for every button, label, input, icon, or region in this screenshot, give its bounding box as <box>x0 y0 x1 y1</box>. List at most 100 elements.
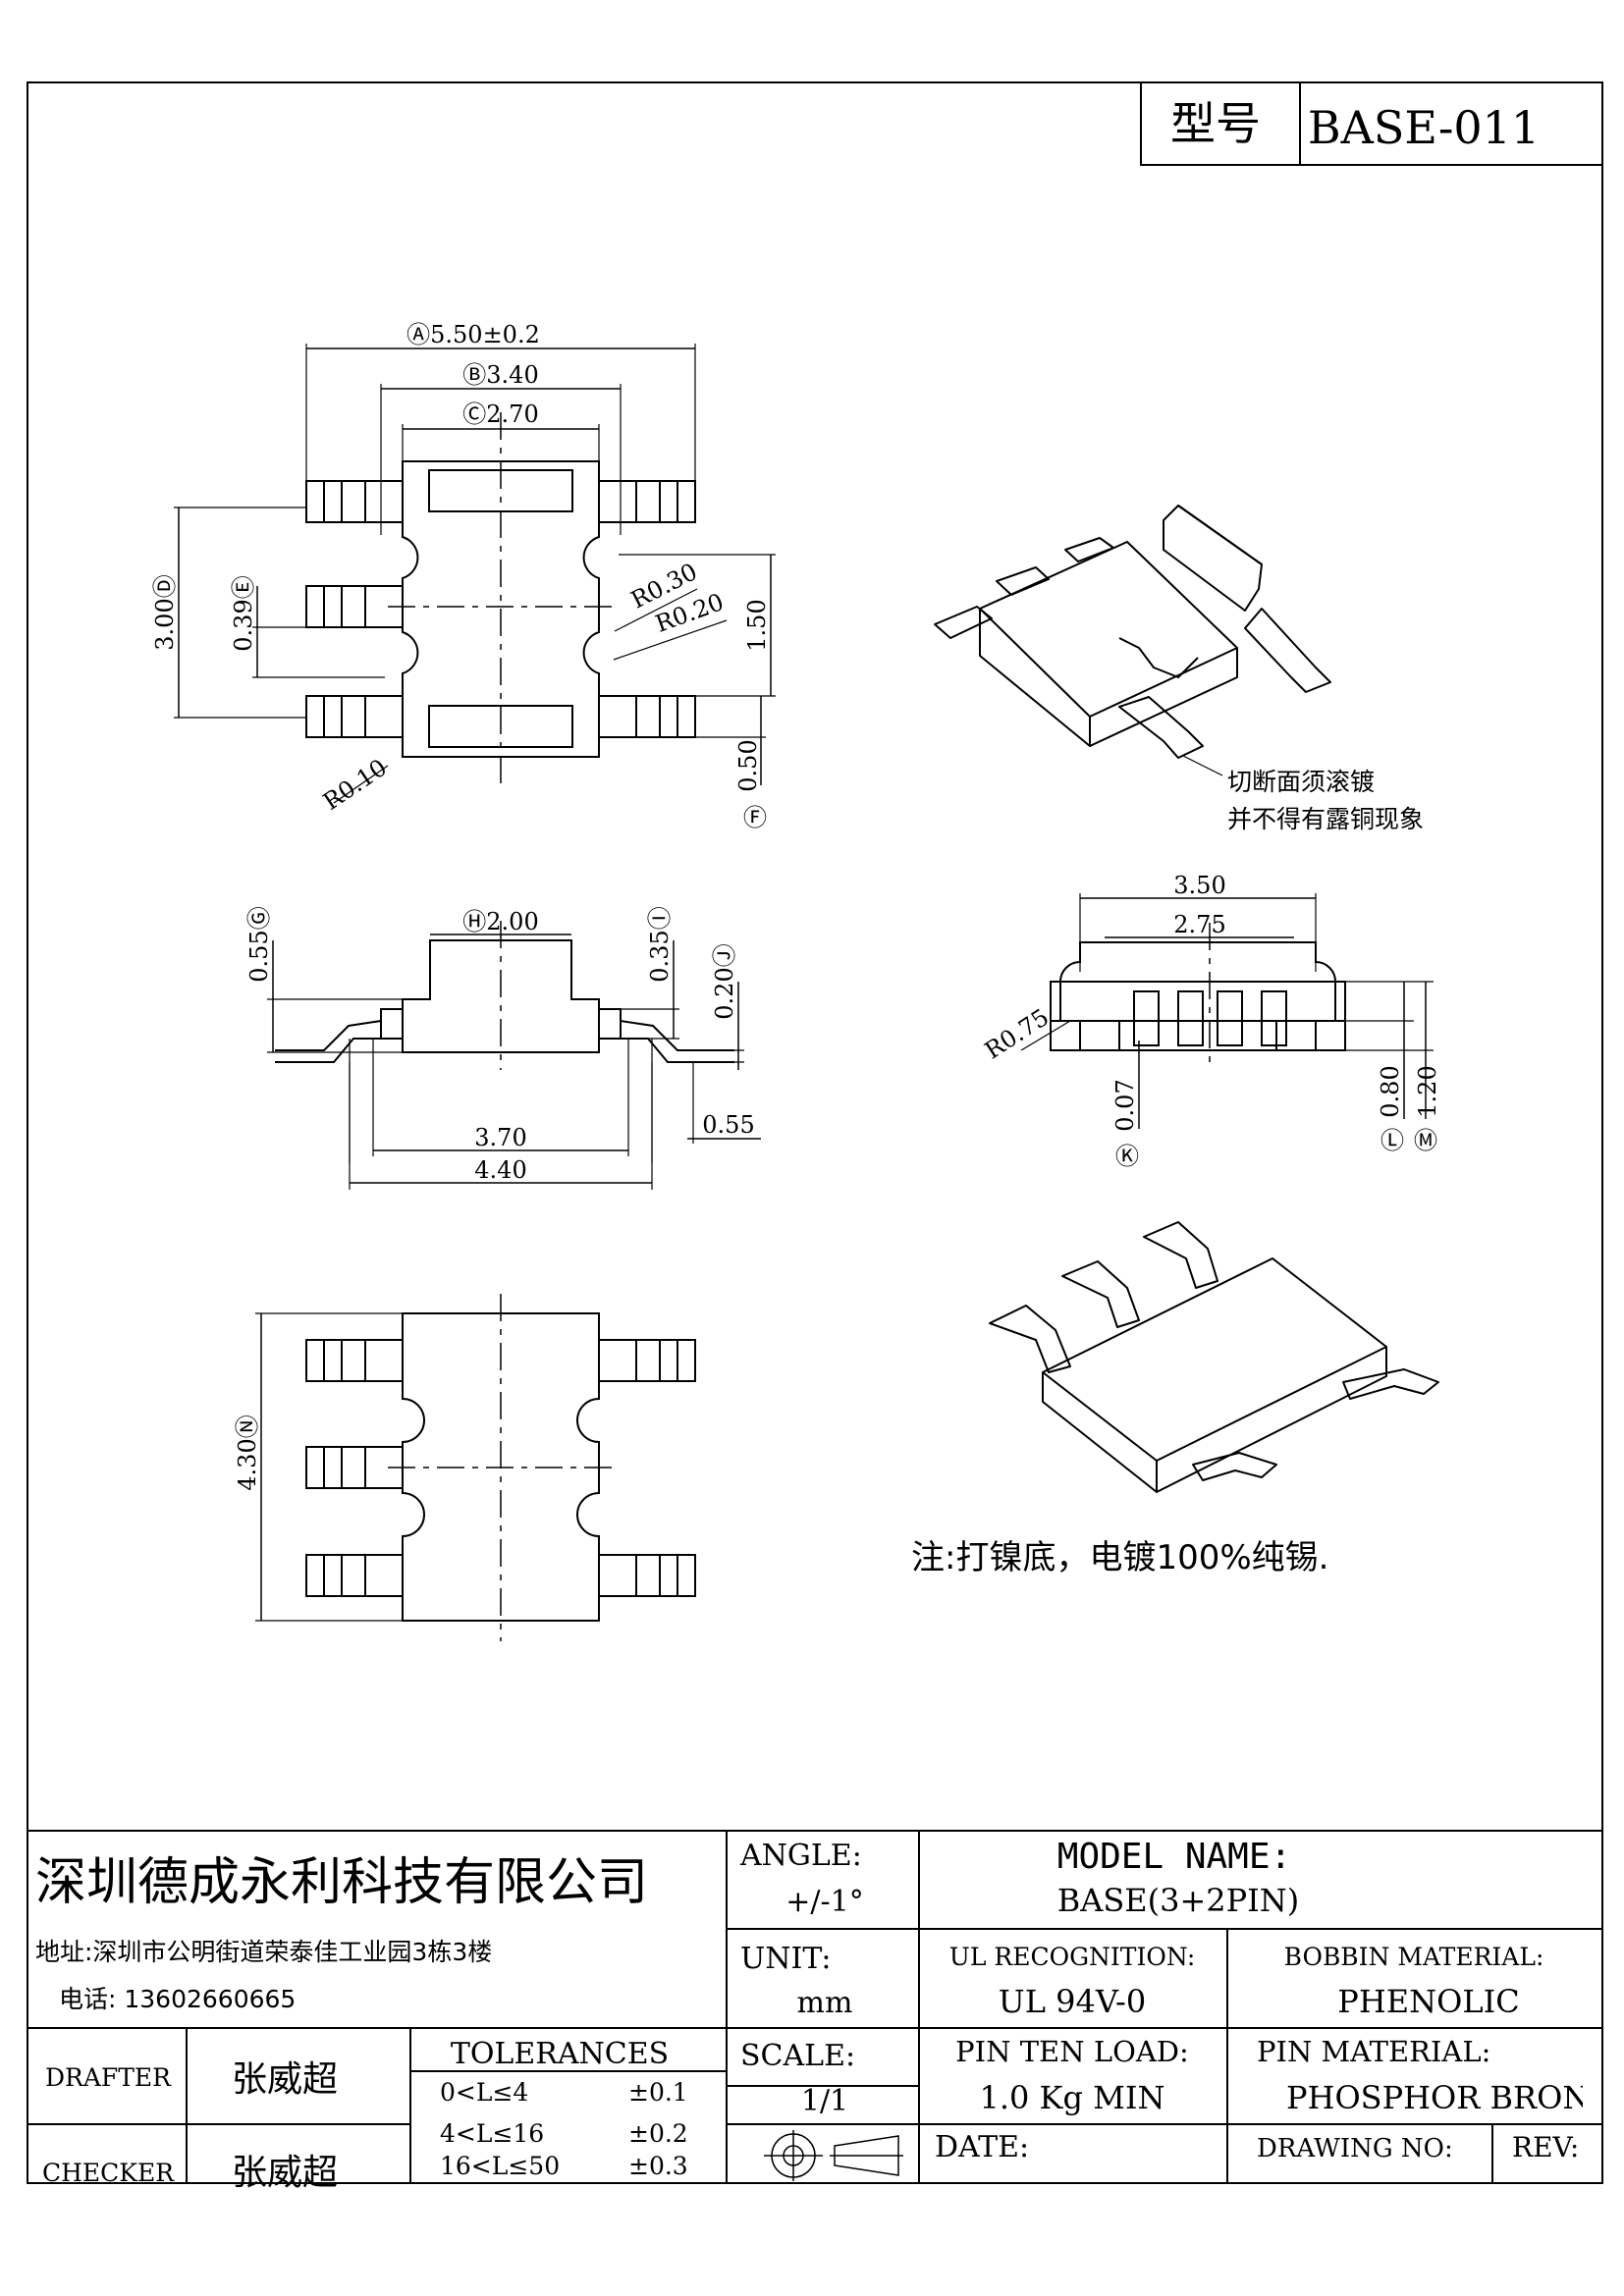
angle-label: ANGLE: <box>739 1839 862 1873</box>
top-body-outline <box>402 460 600 758</box>
iso-view-bottom <box>989 1221 1439 1493</box>
drawing-no-label: DRAWING NO: <box>1257 2134 1453 2163</box>
date-value: 2017/12/24 <box>988 2177 1158 2212</box>
iso-notes: 切断面须滚镀 并不得有露铜现象 <box>1227 768 1424 833</box>
dim-275-label: 2.75 <box>1173 911 1225 938</box>
pin-top-left <box>305 480 404 523</box>
cut-note-line1: 切断面须滚镀 <box>1227 768 1375 796</box>
radius-075-label: R0.75 <box>980 1003 1054 1064</box>
tolerance-table: 0<L≤4 ±0.1 <box>440 2078 688 2107</box>
company-phone: 电话: 13602660665 <box>59 1985 296 2013</box>
iso1-pin-left-1 <box>934 606 993 639</box>
side-left-pin-top <box>275 1020 382 1051</box>
dim-l-mark: Ⓛ <box>1380 1127 1404 1154</box>
tolerance-value: ±0.1 <box>628 2078 688 2107</box>
bottom-body-outline <box>402 1312 600 1622</box>
front-view-labels: 3.50 2.75 R0.75 0.07 Ⓚ 0.80 Ⓛ 1.20 Ⓜ <box>980 872 1441 1170</box>
pin-ten-value: 1.0 Kg MIN <box>979 2079 1164 2116</box>
top-view-labels: Ⓐ5.50±0.2 Ⓑ3.40 Ⓒ2.70 3.00Ⓓ 0.39Ⓔ 1.50 0… <box>151 321 771 831</box>
radius-010-label: R0.10 <box>318 754 392 816</box>
dim-150-label: 1.50 <box>743 599 771 651</box>
tolerance-value: ±0.3 <box>628 2152 688 2180</box>
side-right-pin-top <box>620 1020 734 1051</box>
side-view <box>267 921 761 1190</box>
dim-055-label: 0.55 <box>702 1111 754 1139</box>
iso1-notch <box>1118 637 1199 678</box>
front-view <box>1020 893 1434 1129</box>
dim-b-label: Ⓑ3.40 <box>462 361 538 389</box>
ul-value: UL 94V-0 <box>999 1983 1146 2020</box>
plating-note: 注:打镍底，电镀100%纯锡. <box>911 1538 1328 1577</box>
model-label: 型号 <box>1170 97 1261 150</box>
front-base <box>1050 1020 1346 1051</box>
pin-bottom-left <box>305 695 404 738</box>
tolerance-range: 0<L≤4 <box>440 2078 528 2107</box>
ul-label: UL RECOGNITION: <box>949 1943 1196 1971</box>
dim-l-label: 0.80 <box>1377 1065 1404 1117</box>
pin-ten-label: PIN TEN LOAD: <box>955 2035 1189 2068</box>
unit-value: mm <box>797 1986 853 2020</box>
bottom-pin-bottom-left <box>305 1554 404 1597</box>
bobbin-value: PHENOLIC <box>1337 1983 1519 2020</box>
iso2-pin-4 <box>1342 1368 1439 1400</box>
model-header-box: 型号 BASE-011 <box>1140 81 1603 166</box>
bobbin-label: BOBBIN MATERIAL: <box>1284 1943 1544 1971</box>
dim-i-label: 0.35Ⓘ <box>646 906 674 982</box>
dim-h-label: Ⓗ2.00 <box>462 908 538 935</box>
iso2-pin-3 <box>1143 1221 1218 1289</box>
dim-440-label: 4.40 <box>474 1156 526 1184</box>
dim-m-mark: Ⓜ <box>1414 1127 1437 1154</box>
dim-370-label: 3.70 <box>474 1124 526 1151</box>
side-left-pin-bot <box>275 1038 381 1063</box>
dim-n-label: 4.30Ⓝ <box>234 1415 261 1490</box>
dim-k-label: 0.07 <box>1111 1079 1139 1131</box>
iso2-pin-1 <box>989 1305 1071 1373</box>
date-label: DATE: <box>935 2130 1029 2164</box>
dim-a-label: Ⓐ5.50±0.2 <box>406 321 540 348</box>
dim-f-mark: Ⓕ <box>743 804 767 831</box>
tolerance-range: 16<L≤50 <box>440 2152 560 2180</box>
company-name: 深圳德成永利科技有限公司 <box>35 1853 648 1912</box>
iso2-top-face <box>1042 1257 1387 1462</box>
projection-symbol <box>764 2130 903 2181</box>
dim-d-label: 3.00Ⓓ <box>151 574 179 650</box>
sheet-border <box>27 81 1603 2184</box>
tolerances-label: TOLERANCES <box>451 2037 669 2071</box>
model-name-label: MODEL NAME: <box>1057 1837 1291 1877</box>
drafter-value: 张威超 <box>232 2059 338 2100</box>
bottom-view <box>255 1294 696 1641</box>
pin-material-value: PHOSPHOR BRONZE <box>1286 2079 1624 2116</box>
unit-label: UNIT: <box>740 1942 831 1976</box>
iso1-top-face <box>979 541 1238 718</box>
dim-k-mark: Ⓚ <box>1115 1143 1139 1170</box>
top-view <box>174 344 776 804</box>
pin-material-label: PIN MATERIAL: <box>1257 2035 1490 2068</box>
company-address: 地址:深圳市公明街道荣泰佳工业园3栋3楼 <box>35 1938 492 1966</box>
side-right-step <box>599 1008 622 1040</box>
angle-value: +/-1° <box>785 1885 863 1919</box>
iso1-front-face <box>1089 648 1238 747</box>
iso1-pin-right-1 <box>1244 608 1331 693</box>
side-left-step <box>380 1008 403 1040</box>
drafter-label: DRAFTER <box>45 2063 172 2092</box>
iso2-front-face <box>1156 1347 1387 1493</box>
dim-350-label: 3.50 <box>1173 872 1225 899</box>
dim-e-label: 0.39Ⓔ <box>230 575 257 651</box>
rev-label: REV: <box>1512 2131 1579 2163</box>
iso2-pin-2 <box>1061 1260 1140 1328</box>
tolerance-range: 4<L≤16 <box>440 2119 544 2148</box>
tolerance-value: ±0.2 <box>628 2119 688 2148</box>
bottom-pin-top-left <box>305 1339 404 1382</box>
checker-value: 张威超 <box>232 2153 338 2193</box>
iso1-left-face <box>979 609 1091 747</box>
scale-value: 1/1 <box>801 2084 848 2118</box>
checker-label: CHECKER <box>42 2159 175 2187</box>
iso2-pin-5 <box>1192 1452 1277 1481</box>
rev-value: 1.0 <box>1527 2176 1571 2209</box>
side-view-labels: Ⓗ2.00 0.55Ⓖ 0.35Ⓘ 0.20Ⓙ 3.70 4.40 0.55 <box>245 906 755 1184</box>
scale-label: SCALE: <box>740 2039 855 2073</box>
model-value: BASE-011 <box>1308 101 1540 154</box>
dim-f-label: 0.50 <box>734 739 762 791</box>
iso1-wall <box>1163 505 1263 612</box>
